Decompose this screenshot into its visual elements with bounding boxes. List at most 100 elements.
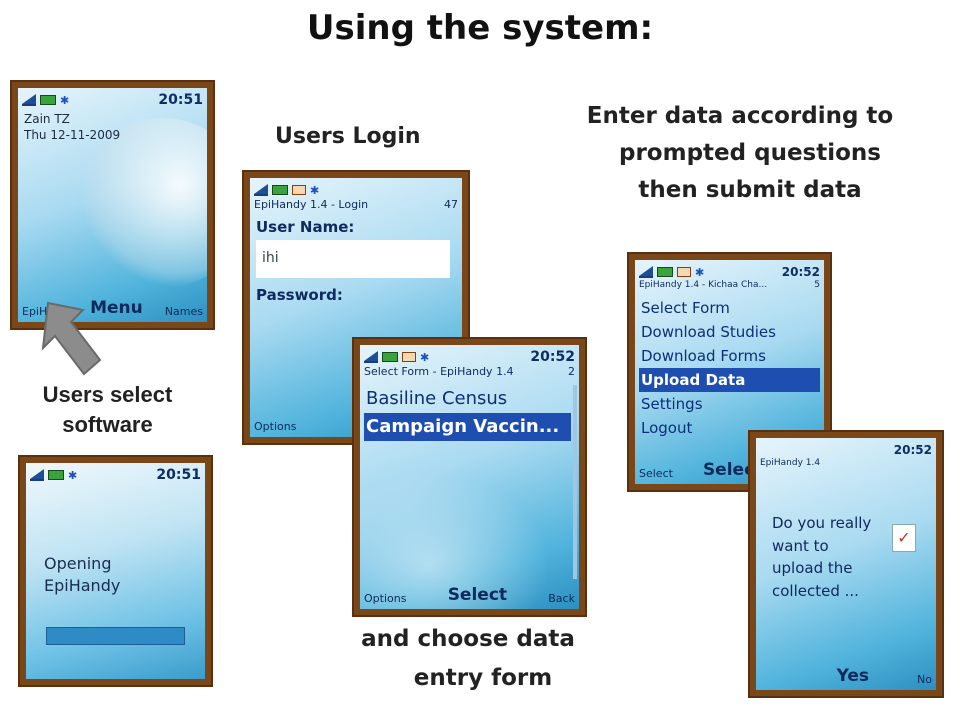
caption-users-login: Users Login xyxy=(275,124,421,149)
question-line: want to xyxy=(772,536,829,555)
header-count: 5 xyxy=(814,280,820,290)
header-count: 2 xyxy=(568,365,575,378)
header-title: EpiHandy 1.4 - Kichaa Cha... xyxy=(639,280,768,290)
status-bar: ✱ 20:51 xyxy=(22,92,203,108)
message-icon xyxy=(402,352,416,362)
caption-line: and choose data xyxy=(361,626,575,652)
phone-home-screenshot: ✱ 20:51 Zain TZ Thu 12-11-2009 EpiHand M… xyxy=(10,80,215,330)
softkey-options[interactable]: Options xyxy=(364,592,407,605)
softkey-back[interactable]: Back xyxy=(548,592,575,605)
caption-users-select: Users select software xyxy=(0,380,215,439)
signal-icon xyxy=(639,266,653,278)
question-line: collected ... xyxy=(772,581,859,600)
softkey-options[interactable]: Options xyxy=(254,420,297,433)
signal-icon xyxy=(254,184,268,196)
header-title: EpiHandy 1.4 xyxy=(760,458,821,468)
menu-item-logout[interactable]: Logout xyxy=(641,419,693,437)
battery-icon xyxy=(40,95,56,105)
battery-icon xyxy=(272,185,288,195)
battery-icon xyxy=(48,470,64,480)
clock: 20:52 xyxy=(893,443,932,457)
softkey-bar: Yes No xyxy=(760,666,932,686)
operator-name: Zain TZ xyxy=(24,112,70,126)
caption-choose-form: and choose data entry form xyxy=(318,620,618,698)
phone-screen: ✱ 20:51 Zain TZ Thu 12-11-2009 EpiHand M… xyxy=(18,88,207,322)
caption-line: Enter data according to xyxy=(586,103,894,129)
username-label: User Name: xyxy=(256,218,355,236)
clock: 20:52 xyxy=(530,349,575,365)
softkey-select[interactable]: Select xyxy=(702,460,763,480)
scrollbar[interactable] xyxy=(573,385,577,579)
bluetooth-icon: ✱ xyxy=(695,265,705,279)
bluetooth-icon: ✱ xyxy=(60,93,70,107)
caption-line: Users select xyxy=(42,382,173,407)
message-line: EpiHandy xyxy=(44,575,121,595)
phone-confirm-screenshot: 20:52 EpiHandy 1.4 Do you really want to… xyxy=(748,430,944,698)
progress-bar xyxy=(46,627,185,645)
wallpaper-swirl xyxy=(78,118,207,288)
clock: 20:51 xyxy=(158,92,203,108)
signal-icon xyxy=(22,94,36,106)
question-line: upload the xyxy=(772,559,853,577)
bluetooth-icon: ✱ xyxy=(310,183,320,197)
opening-message: Opening EpiHandy xyxy=(44,553,120,596)
caption-line: entry form xyxy=(413,665,553,692)
screen-header: EpiHandy 1.4 - Login 47 xyxy=(254,198,458,211)
battery-icon xyxy=(657,267,673,277)
softkey-select[interactable]: Select xyxy=(447,585,508,605)
caption-line: then submit data xyxy=(638,176,862,203)
caption-line: software xyxy=(62,411,153,437)
date-text: Thu 12-11-2009 xyxy=(24,128,121,142)
status-bar: ✱ 20:51 xyxy=(30,467,201,483)
menu-item-select-form[interactable]: Select Form xyxy=(641,299,730,317)
status-bar: ✱ 20:52 xyxy=(639,264,820,280)
checklist-icon: ✓ xyxy=(892,524,916,552)
header-title: EpiHandy 1.4 - Login xyxy=(254,198,369,211)
screen-header: EpiHandy 1.4 xyxy=(760,458,932,468)
clock: 20:51 xyxy=(156,467,201,483)
signal-icon xyxy=(30,469,44,481)
status-bar: ✱ xyxy=(254,182,458,198)
page-title: Using the system: xyxy=(306,8,654,48)
softkey-bar: Options Select Back xyxy=(364,585,575,605)
header-count: 47 xyxy=(444,198,458,211)
softkey-left[interactable]: Select xyxy=(639,467,673,480)
bluetooth-icon: ✱ xyxy=(420,350,430,364)
softkey-right[interactable]: Names xyxy=(164,305,203,318)
phone-select-form-screenshot: ✱ 20:52 Select Form - EpiHandy 1.4 2 Bas… xyxy=(352,337,587,617)
phone-screen: ✱ 20:52 Select Form - EpiHandy 1.4 2 Bas… xyxy=(360,345,579,609)
softkey-no[interactable]: No xyxy=(917,673,932,686)
softkey-yes[interactable]: Yes xyxy=(836,666,870,686)
phone-opening-screenshot: ✱ 20:51 Opening EpiHandy xyxy=(18,455,213,687)
clock: 20:52 xyxy=(781,265,820,279)
screen-header: EpiHandy 1.4 - Kichaa Cha... 5 xyxy=(639,280,820,290)
menu-item-settings[interactable]: Settings xyxy=(641,395,703,413)
form-item[interactable]: Basiline Census xyxy=(366,388,508,409)
message-line: Opening xyxy=(44,554,112,573)
form-item-selected[interactable]: Campaign Vaccin... xyxy=(364,413,571,441)
arrow-up-icon xyxy=(41,301,102,376)
status-bar: 20:52 xyxy=(760,442,932,458)
message-icon xyxy=(292,185,306,195)
caption-enter-data: Enter data according to prompted questio… xyxy=(540,98,940,208)
menu-item-upload-data[interactable]: Upload Data xyxy=(639,368,820,392)
password-label: Password: xyxy=(256,286,343,304)
header-title: Select Form - EpiHandy 1.4 xyxy=(364,365,514,378)
message-icon xyxy=(677,267,691,277)
softkey-menu[interactable]: Menu xyxy=(90,298,143,318)
menu-item-download-studies[interactable]: Download Studies xyxy=(641,323,776,341)
phone-screen: ✱ 20:51 Opening EpiHandy xyxy=(26,463,205,679)
menu-item-download-forms[interactable]: Download Forms xyxy=(641,347,766,365)
bluetooth-icon: ✱ xyxy=(68,468,78,482)
confirm-question: Do you really want to upload the collect… xyxy=(772,512,871,602)
screen-header: Select Form - EpiHandy 1.4 2 xyxy=(364,365,575,378)
caption-line: prompted questions xyxy=(619,139,881,166)
softkey-bar: Select Select xyxy=(639,460,820,480)
status-bar: ✱ 20:52 xyxy=(364,349,575,365)
battery-icon xyxy=(382,352,398,362)
signal-icon xyxy=(364,351,378,363)
main-menu-list: Select Form Download Studies Download Fo… xyxy=(639,296,820,440)
question-line: Do you really xyxy=(772,514,872,532)
username-field[interactable]: ihi xyxy=(256,240,450,278)
phone-screen: 20:52 EpiHandy 1.4 Do you really want to… xyxy=(756,438,936,690)
